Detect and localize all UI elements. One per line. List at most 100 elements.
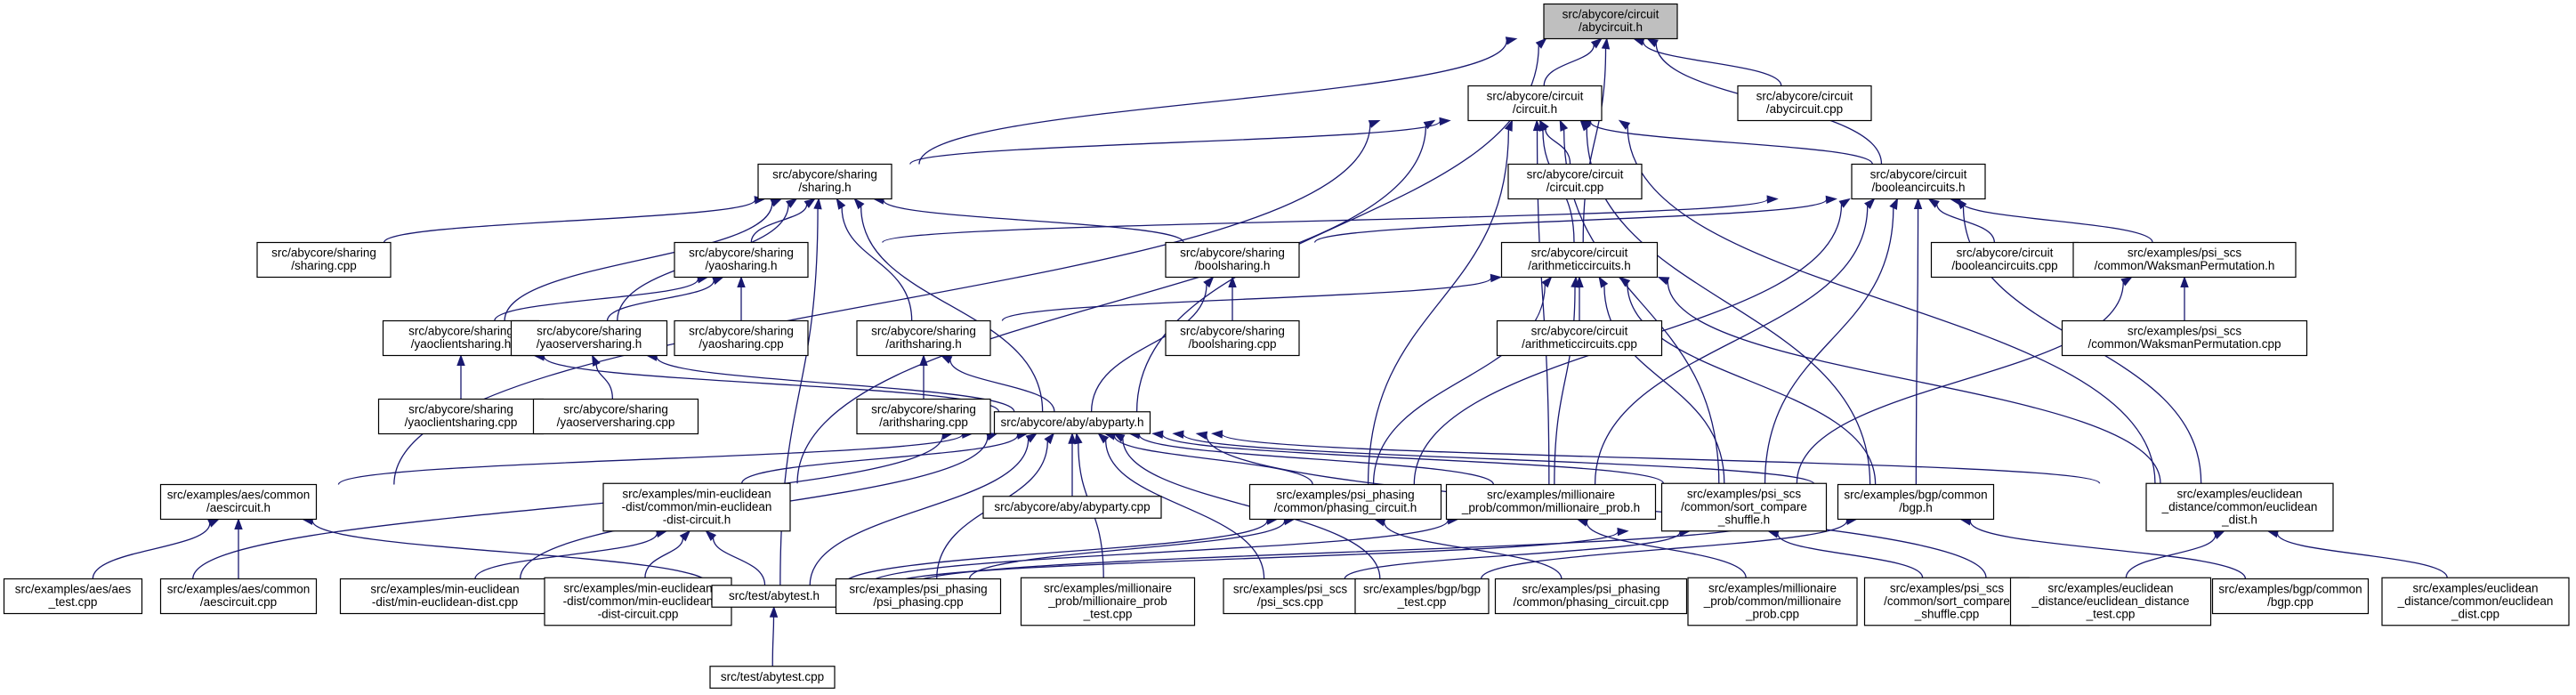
file-node-yaosharing-cpp[interactable]: src/abycore/sharing/yaosharing.cpp — [674, 319, 809, 357]
file-node-label: /boolsharing.cpp — [1188, 337, 1276, 351]
file-node-millionaire-test-cpp[interactable]: src/examples/millionaire_prob/millionair… — [1020, 577, 1196, 626]
file-node-psi-phasing-cpp[interactable]: src/examples/psi_phasing/psi_phasing.cpp — [835, 578, 1002, 615]
file-node-yaoclientsharing-cpp[interactable]: src/abycore/sharing/yaoclientsharing.cpp — [377, 398, 545, 435]
edge-arrowhead — [1632, 37, 1645, 46]
file-node-box — [1020, 577, 1196, 626]
edge-line — [842, 520, 1268, 586]
dependency-edge — [1151, 430, 1665, 484]
edge-arrowhead — [456, 354, 465, 366]
file-node-psi-scs-cpp[interactable]: src/examples/psi_scs/psi_scs.cpp — [1223, 578, 1358, 615]
file-node-label: /circuit.h — [1513, 102, 1557, 116]
file-node-sort-compare-shuffle-cpp[interactable]: src/examples/psi_scs/common/sort_compare… — [1863, 577, 2031, 626]
file-node-arithmeticcircuits-cpp[interactable]: src/abycore/circuit/arithmeticcircuits.c… — [1496, 319, 1663, 357]
file-node-aescircuit-h[interactable]: src/examples/aes/common/aescircuit.h — [159, 483, 318, 521]
file-node-booleancircuits-h[interactable]: src/abycore/circuit/booleancircuits.h — [1851, 163, 1986, 200]
edge-arrowhead — [1504, 119, 1513, 132]
file-node-waksman-h[interactable]: src/examples/psi_scs/common/WaksmanPermu… — [2072, 241, 2297, 279]
file-node-label: /common/WaksmanPermutation.h — [2095, 259, 2275, 272]
file-node-sort-compare-shuffle-h[interactable]: src/examples/psi_scs/common/sort_compare… — [1660, 482, 1828, 532]
file-node-boolsharing-h[interactable]: src/abycore/sharing/boolsharing.h — [1165, 241, 1300, 279]
file-node-circuit-h[interactable]: src/abycore/circuit/circuit.h — [1467, 85, 1603, 122]
file-node-box — [3, 578, 143, 615]
file-node-abytest-cpp[interactable]: src/test/abytest.cpp — [709, 666, 836, 689]
file-node-euclidean-dist-cpp[interactable]: src/examples/euclidean_distance/common/e… — [2381, 577, 2570, 626]
file-node-mineuclid-circuit-h[interactable]: src/examples/min-euclidean-dist/common/m… — [602, 482, 791, 532]
file-node-label: src/examples/min-euclidean — [622, 487, 771, 500]
file-node-waksman-cpp[interactable]: src/examples/psi_scs/common/WaksmanPermu… — [2061, 319, 2308, 357]
file-node-yaoserversharing-cpp[interactable]: src/abycore/sharing/yaoserversharing.cpp — [532, 398, 699, 435]
dependency-edge — [456, 354, 465, 400]
dependency-edge — [1172, 430, 1815, 486]
edge-line — [1545, 128, 1571, 165]
file-node-box — [339, 578, 551, 615]
file-node-label: src/abycore/aby/abyparty.h — [1000, 416, 1143, 429]
file-node-mineuclid-dist-cpp[interactable]: src/examples/min-euclidean-dist/min-eucl… — [339, 578, 551, 615]
edge-arrowhead — [1490, 273, 1503, 283]
edge-line — [656, 356, 1015, 412]
file-node-label: _test.cpp — [2086, 607, 2136, 620]
edge-line — [712, 537, 766, 586]
file-node-label: /bgp.h — [1899, 501, 1933, 514]
file-node-aes-test-cpp[interactable]: src/examples/aes/aes_test.cpp — [3, 578, 143, 615]
file-node-label: _prob/millionaire_prob — [1047, 594, 1167, 608]
file-node-label: src/examples/aes/common — [167, 583, 311, 596]
dependency-edge — [1949, 197, 2153, 243]
file-node-boolsharing-cpp[interactable]: src/abycore/sharing/boolsharing.cpp — [1165, 319, 1300, 357]
file-node-booleancircuits-cpp[interactable]: src/abycore/circuit/booleancircuits.cpp — [1930, 241, 2079, 279]
dependency-edge — [2180, 276, 2189, 321]
file-node-label: src/examples/euclidean — [2047, 581, 2173, 594]
file-node-millionaire-prob-cpp[interactable]: src/examples/millionaire_prob/common/mil… — [1687, 577, 1858, 626]
edge-arrowhead — [1601, 37, 1611, 50]
edge-line — [1090, 284, 1207, 412]
file-node-abycircuit-cpp[interactable]: src/abycore/circuit/abycircuit.cpp — [1737, 85, 1872, 122]
file-node-euclidean-dist-h[interactable]: src/examples/euclidean_distance/common/e… — [2145, 482, 2334, 532]
file-node-phasing-circuit-cpp[interactable]: src/examples/psi_phasing/common/phasing_… — [1494, 578, 1688, 615]
file-node-label: src/examples/euclidean — [2412, 581, 2538, 594]
file-node-arithsharing-cpp[interactable]: src/abycore/sharing/arithsharing.cpp — [856, 398, 991, 435]
edge-arrowhead — [1505, 36, 1518, 45]
file-node-arithsharing-h[interactable]: src/abycore/sharing/arithsharing.h — [856, 319, 991, 357]
file-node-abytest-h[interactable]: src/test/abytest.h — [711, 585, 837, 608]
file-node-box — [1687, 577, 1858, 626]
file-node-millionaire-prob-h[interactable]: src/examples/millionaire_prob/common/mil… — [1445, 483, 1657, 521]
file-node-abyparty-cpp[interactable]: src/abycore/aby/abyparty.cpp — [982, 496, 1162, 519]
edge-arrowhead — [1598, 276, 1609, 288]
edge-line — [92, 523, 211, 579]
dependency-edge — [606, 276, 724, 321]
edge-arrowhead — [836, 198, 846, 210]
file-node-label: /circuit.cpp — [1546, 181, 1604, 194]
edge-line — [494, 279, 699, 321]
edge-arrowhead — [940, 354, 953, 364]
file-node-bgp-h[interactable]: src/examples/bgp/common/bgp.h — [1837, 483, 1995, 521]
dependency-edge — [1228, 276, 1237, 321]
dependency-edge — [2266, 529, 2448, 578]
file-node-bgp-cpp[interactable]: src/examples/bgp/common/bgp.cpp — [2211, 578, 2370, 615]
file-node-label: /booleancircuits.h — [1871, 181, 1965, 194]
file-node-yaoserversharing-h[interactable]: src/abycore/sharing/yaoserversharing.h — [510, 319, 668, 357]
edge-arrowhead — [705, 529, 717, 542]
file-node-euclidean-test-cpp[interactable]: src/examples/euclidean_distance/euclidea… — [2009, 577, 2212, 626]
dependency-edge — [1313, 195, 1837, 244]
file-node-sharing-h[interactable]: src/abycore/sharing/sharing.h — [757, 163, 892, 200]
file-node-label: src/examples/psi_scs — [1890, 581, 2005, 594]
edge-line — [882, 198, 1768, 244]
file-node-abycircuit-h[interactable]: src/abycore/circuit/abycircuit.h — [1543, 3, 1678, 40]
edge-arrowhead — [1112, 432, 1126, 442]
file-node-arithmeticcircuits-h[interactable]: src/abycore/circuit/arithmeticcircuits.h — [1500, 241, 1659, 279]
file-node-phasing-circuit-h[interactable]: src/examples/psi_phasing/common/phasing_… — [1248, 483, 1442, 521]
dependency-edge — [474, 529, 668, 579]
edge-arrowhead — [1617, 527, 1629, 537]
file-node-sharing-cpp[interactable]: src/abycore/sharing/sharing.cpp — [256, 241, 392, 279]
dependency-edge — [591, 354, 614, 400]
file-node-circuit-cpp[interactable]: src/abycore/circuit/circuit.cpp — [1507, 163, 1643, 200]
file-node-aescircuit-cpp[interactable]: src/examples/aes/common/aescircuit.cpp — [159, 578, 318, 615]
file-node-label: src/abycore/sharing — [563, 403, 668, 416]
edge-arrowhead — [1151, 430, 1164, 440]
file-node-yaosharing-h[interactable]: src/abycore/sharing/yaosharing.h — [674, 241, 809, 279]
file-node-mineuclid-circuit-cpp[interactable]: src/examples/min-euclidean-dist/common/m… — [544, 577, 732, 626]
file-node-bgp-test-cpp[interactable]: src/examples/bgp/bgp_test.cpp — [1354, 578, 1490, 615]
file-node-label: src/abycore/sharing — [1180, 325, 1285, 338]
file-node-abyparty-h[interactable]: src/abycore/aby/abyparty.h — [993, 411, 1151, 434]
file-node-box — [1165, 319, 1300, 357]
edge-arrowhead — [1535, 37, 1547, 49]
